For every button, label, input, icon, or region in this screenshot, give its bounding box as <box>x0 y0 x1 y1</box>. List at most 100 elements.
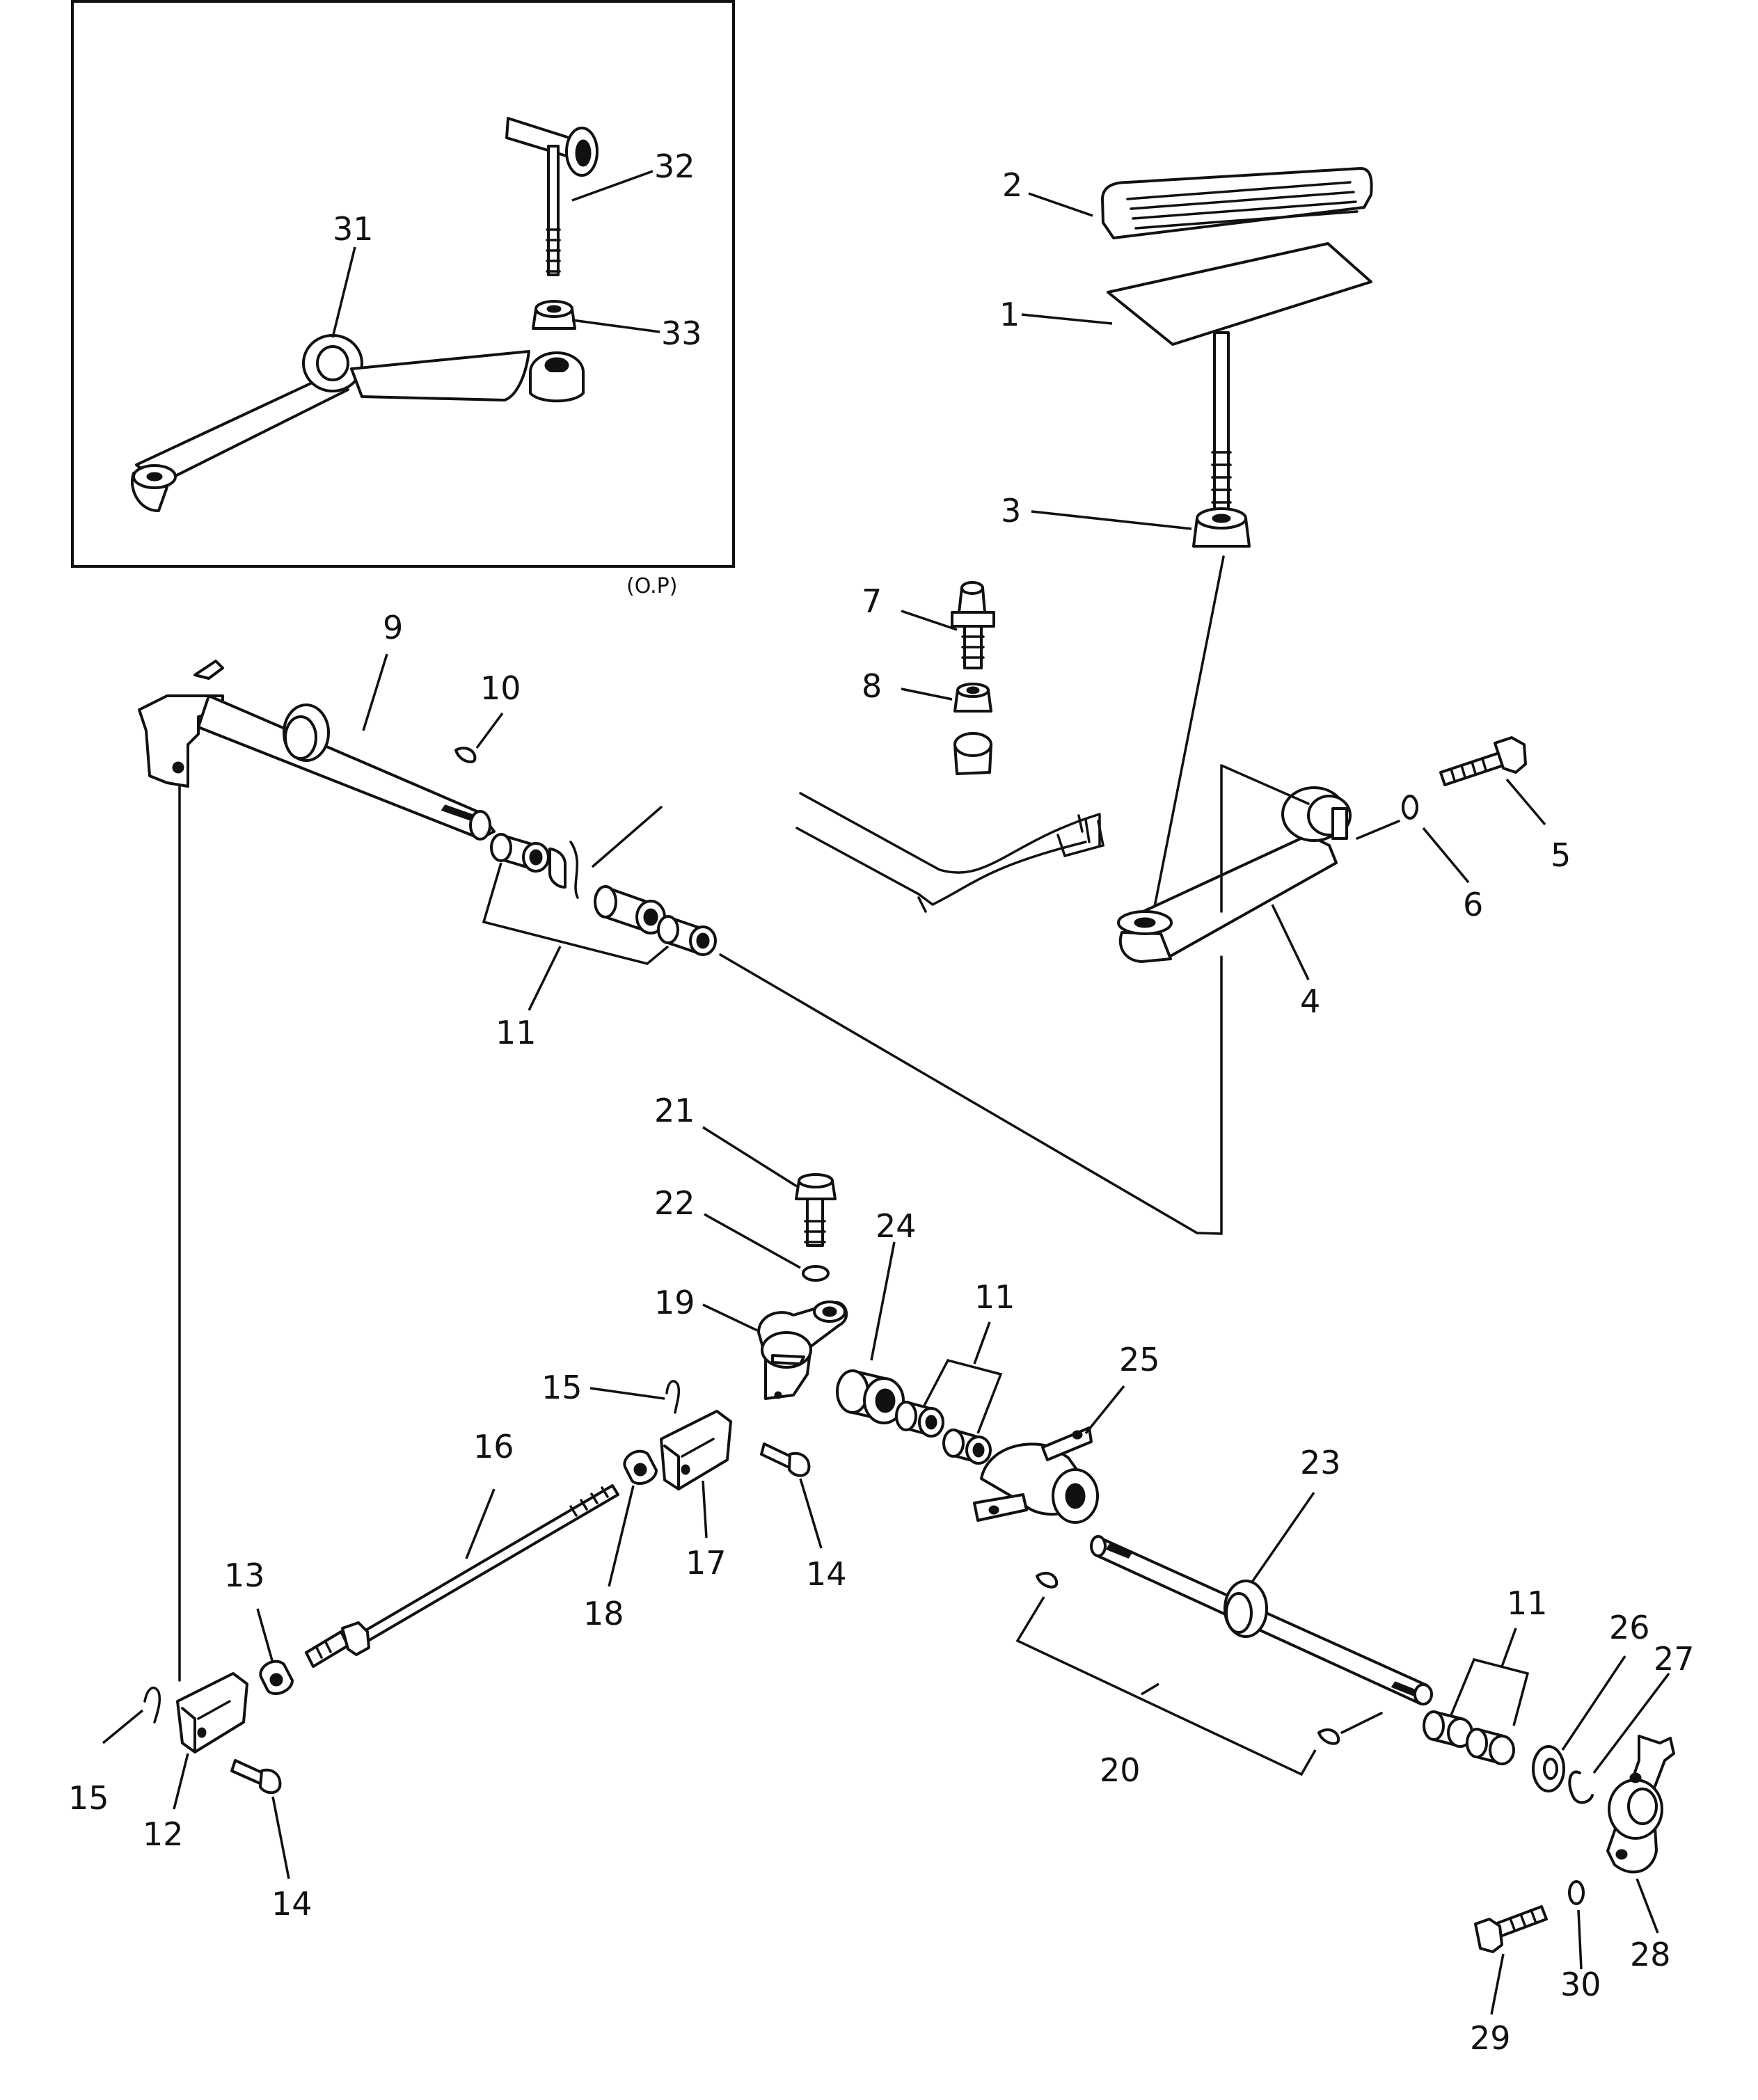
leader-25 <box>1084 1385 1125 1435</box>
leader-31 <box>331 246 356 338</box>
part-7-stopper-bolt <box>951 581 995 669</box>
bracket-20 <box>1015 1596 1317 1776</box>
callout-16: 16 <box>473 1428 514 1465</box>
callout-11-lower: 11 <box>1507 1584 1548 1622</box>
part-28-lever <box>1606 1735 1675 1874</box>
part-2-pedal-pad <box>1101 167 1373 239</box>
callout-15-left: 15 <box>68 1779 109 1817</box>
leader-6 <box>1422 827 1470 884</box>
callout-11-middle: 11 <box>974 1278 1015 1316</box>
part-8-nut <box>953 683 992 713</box>
leader-20 <box>1141 1683 1159 1696</box>
leader-28 <box>1636 1878 1659 1934</box>
leader-11-middle <box>973 1321 991 1365</box>
leader-19 <box>702 1303 758 1332</box>
bracket-11-middle <box>923 1358 1003 1434</box>
part-4-pedal-lever <box>1117 786 1352 963</box>
callout-33: 33 <box>661 315 702 352</box>
leader-23 <box>1250 1492 1315 1584</box>
callout-6: 6 <box>1463 886 1483 923</box>
part-14-pin-mid <box>760 1442 811 1477</box>
part-3-nut <box>1192 507 1251 548</box>
callout-25: 25 <box>1119 1341 1160 1378</box>
leader-29 <box>1490 1953 1505 2015</box>
inset-caption: (O.P) <box>626 574 677 598</box>
part-11-bushings-lower <box>1423 1710 1515 1765</box>
part-31-lever <box>130 334 585 513</box>
leader-32 <box>571 170 654 202</box>
part-17-clevis <box>660 1410 732 1490</box>
leader-17 <box>702 1480 708 1538</box>
part-5-bolt <box>1439 736 1527 786</box>
callout-20: 20 <box>1100 1751 1141 1789</box>
callout-2: 2 <box>1002 166 1022 204</box>
part-30-lock-washer <box>1568 1880 1585 1905</box>
part-11-bushings-upper <box>490 833 717 956</box>
assembly-line-5-6 <box>1356 820 1400 840</box>
bracket-11-lower <box>1450 1657 1530 1726</box>
part-27-snap-ring <box>1568 1770 1594 1804</box>
part-20-key-a <box>1036 1571 1059 1589</box>
callout-22: 22 <box>654 1184 695 1222</box>
bracket-11-upper <box>482 862 670 965</box>
part-25-bracket <box>973 1426 1099 1524</box>
callout-32: 32 <box>654 148 695 185</box>
callout-11-upper: 11 <box>496 1014 537 1051</box>
part-22-lock-washer <box>802 1265 830 1282</box>
leader-14-mid <box>799 1478 823 1549</box>
leader-11-upper <box>528 946 562 1011</box>
part-12-clevis <box>176 1672 248 1753</box>
leader-24 <box>870 1241 896 1361</box>
leader-15-mid <box>589 1387 665 1400</box>
leader-27 <box>1592 1672 1670 1774</box>
part-32-pedal-grip <box>505 117 599 276</box>
callout-30: 30 <box>1560 1966 1601 2003</box>
callout-7: 7 <box>862 582 882 620</box>
leader-22 <box>704 1213 801 1269</box>
leader-15-left <box>102 1709 144 1744</box>
part-1-pedal-plate <box>1107 242 1372 513</box>
leader-5 <box>1505 778 1546 826</box>
leader-1 <box>1021 313 1113 325</box>
callout-29: 29 <box>1470 2019 1511 2057</box>
assembly-line-3-4 <box>1153 555 1225 912</box>
callout-4: 4 <box>1300 983 1320 1020</box>
part-9-shaft <box>138 660 496 841</box>
callout-8: 8 <box>862 667 882 705</box>
part-6-lock-washer <box>1402 795 1418 820</box>
leader-13 <box>256 1608 274 1664</box>
part-21-bolt <box>795 1173 837 1247</box>
part-20-key-b <box>1317 1728 1340 1745</box>
callout-28: 28 <box>1630 1936 1671 1973</box>
part-18-nut <box>623 1449 658 1485</box>
part-15-pin-left <box>143 1686 161 1724</box>
callout-21: 21 <box>654 1092 695 1129</box>
part-11-bushings-middle <box>895 1401 992 1465</box>
leader-16 <box>465 1488 496 1559</box>
part-19-clamp-lever <box>757 1300 848 1400</box>
callout-1: 1 <box>999 296 1020 333</box>
part-15-pin-mid <box>665 1380 681 1414</box>
callout-26: 26 <box>1609 1609 1650 1646</box>
part-33-nut <box>532 300 576 330</box>
callout-12: 12 <box>143 1815 184 1853</box>
leader-14-left <box>271 1796 290 1879</box>
callout-18: 18 <box>583 1595 624 1632</box>
floor-frame <box>569 792 1105 913</box>
part-14-pin-left <box>230 1759 282 1795</box>
leader-9 <box>362 653 388 731</box>
leader-4 <box>1271 904 1310 980</box>
part-24-collar <box>836 1369 905 1424</box>
callout-15-mid: 15 <box>541 1369 583 1406</box>
callout-27: 27 <box>1654 1640 1695 1678</box>
part-29-bolt <box>1474 1905 1548 1953</box>
callout-23: 23 <box>1300 1444 1341 1481</box>
part-26-washer <box>1532 1745 1565 1792</box>
callout-10: 10 <box>480 669 521 707</box>
assembly-line-4-bracket <box>1220 764 1310 913</box>
leader-8 <box>901 687 953 701</box>
callout-24: 24 <box>876 1207 917 1245</box>
leader-2 <box>1028 192 1093 217</box>
leader-10 <box>475 712 504 749</box>
callout-31: 31 <box>333 210 374 248</box>
